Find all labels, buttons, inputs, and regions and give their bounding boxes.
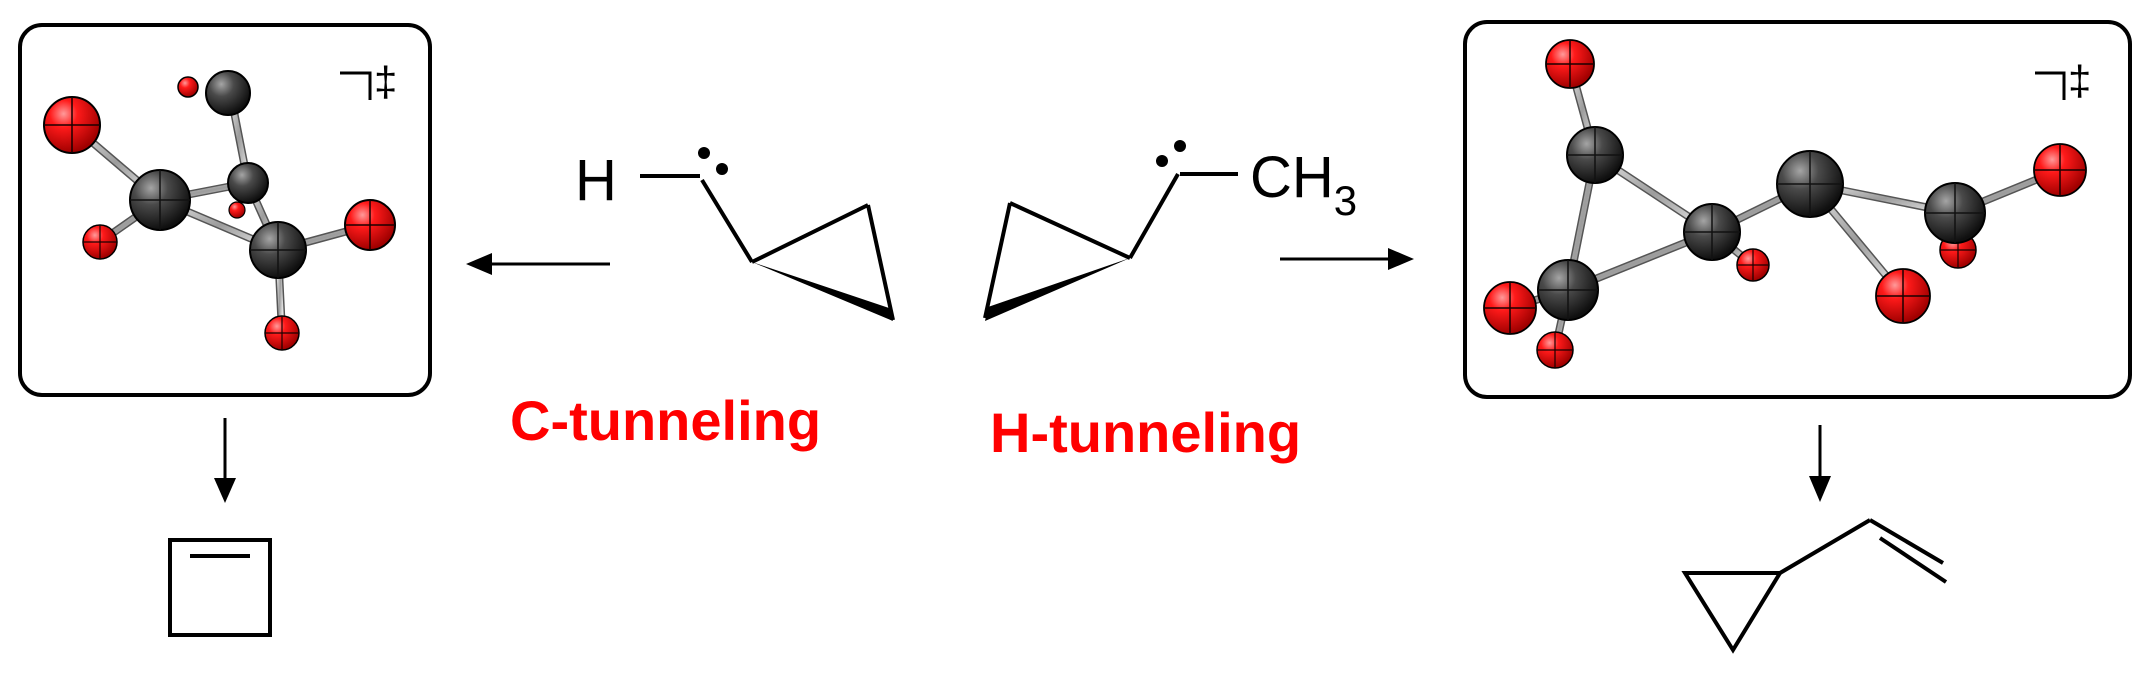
- carbene-electron: [716, 163, 728, 175]
- vinylcyclopropane-product: [1681, 518, 1948, 654]
- right-transition-state-box: ‡: [1463, 20, 2132, 399]
- atom-carbon: [205, 70, 251, 116]
- right-ts-symbol: ‡: [2035, 57, 2091, 104]
- carbene-electron: [1174, 140, 1186, 152]
- double-dagger-symbol: ‡: [374, 58, 397, 105]
- carbene-electron: [1156, 155, 1168, 167]
- right-reaction-arrow: [1280, 248, 1414, 270]
- hydrogen-atom-label: H: [575, 148, 617, 213]
- right-product-arrow: [1809, 425, 1831, 502]
- left-reaction-arrow: [466, 253, 610, 275]
- c-tunneling-label: C-tunneling: [510, 389, 821, 452]
- double-dagger-symbol: ‡: [2068, 57, 2091, 104]
- atom-carbon: [227, 162, 269, 204]
- right-reactant-carbene: CH3: [983, 140, 1357, 321]
- left-ts-atoms: [43, 70, 396, 351]
- cyclobutene-product: [168, 538, 272, 637]
- left-transition-state-box: ‡: [18, 23, 432, 397]
- carbene-electron: [698, 147, 710, 159]
- atom-red: [228, 201, 246, 219]
- right-ts-atoms: [1483, 39, 2087, 369]
- methyl-group-label: CH3: [1250, 145, 1357, 224]
- atom-red: [177, 76, 199, 98]
- left-ts-symbol: ‡: [340, 58, 397, 105]
- left-product-arrow: [214, 418, 236, 503]
- left-reactant-carbene: H: [575, 147, 895, 321]
- h-tunneling-label: H-tunneling: [990, 401, 1301, 464]
